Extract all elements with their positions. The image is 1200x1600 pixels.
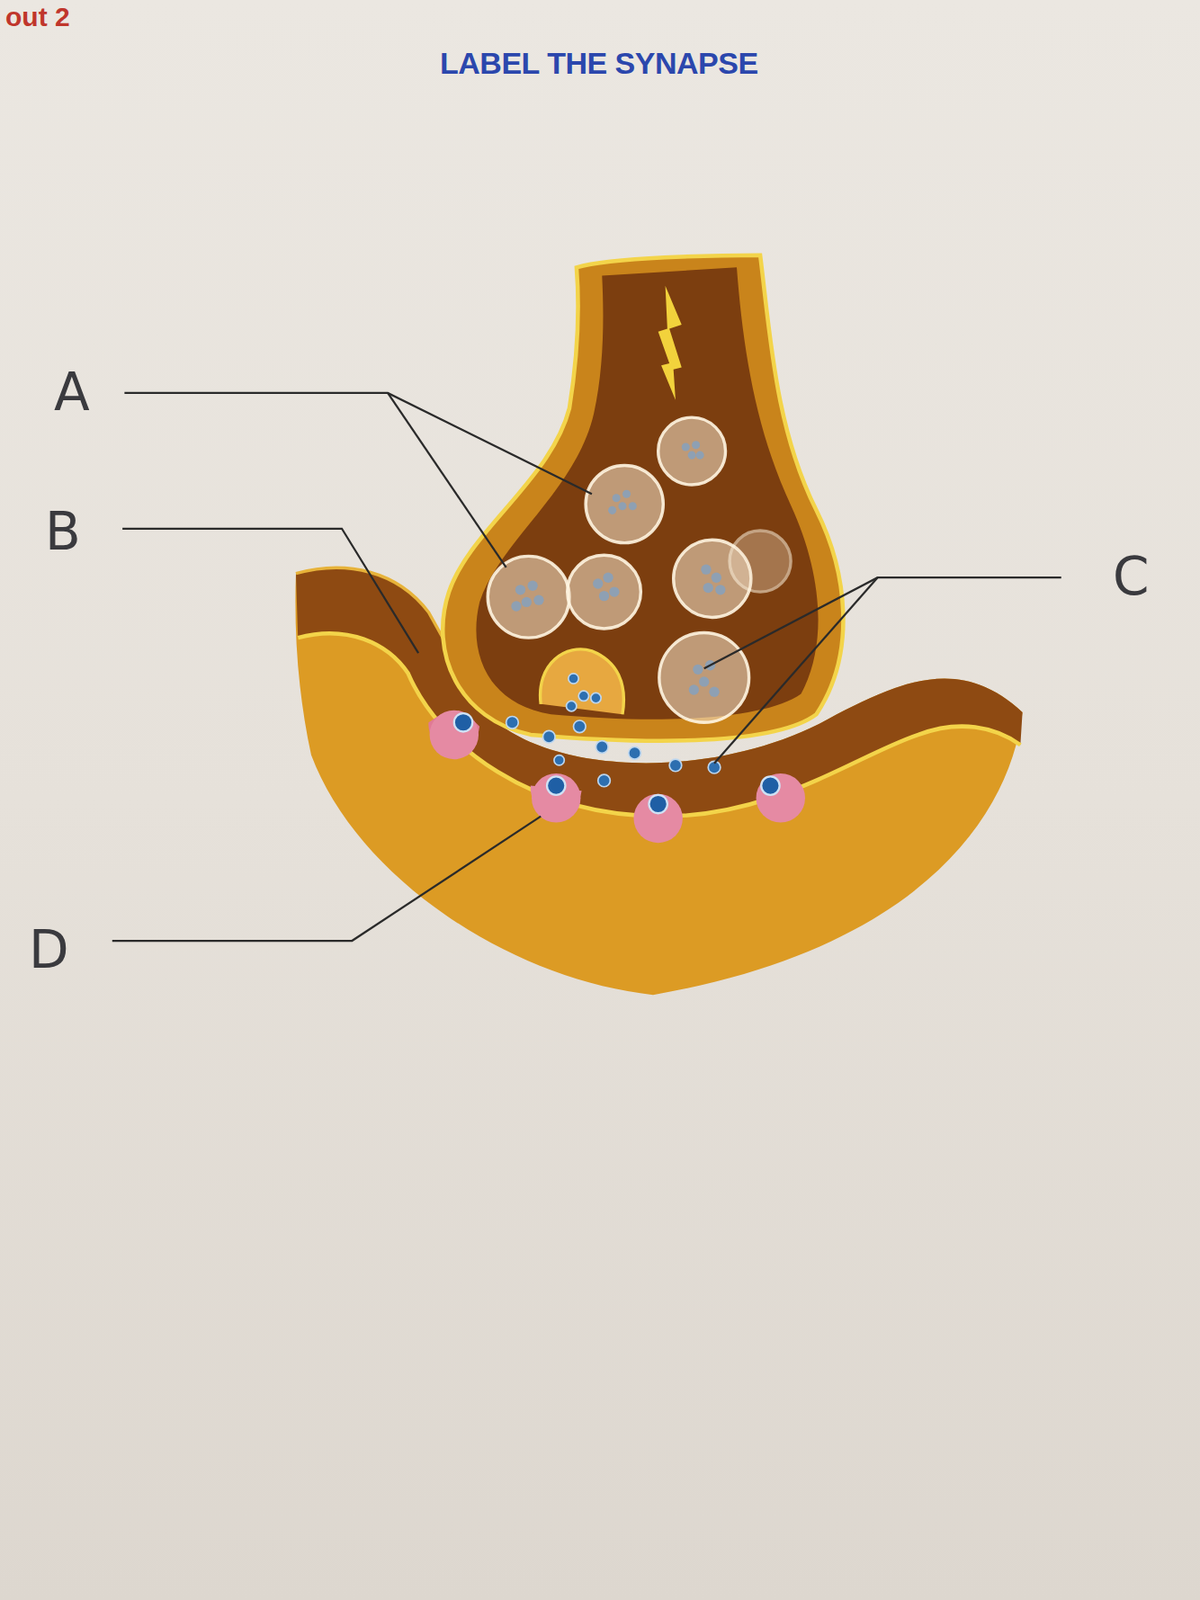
receptors	[428, 710, 806, 843]
leader-lines	[112, 393, 1062, 941]
exocytosis-pocket	[540, 649, 625, 715]
label-letter: C	[1112, 548, 1150, 607]
presynaptic-interior	[475, 267, 818, 719]
vesicles	[487, 417, 791, 723]
label-letter: B	[44, 503, 81, 562]
label-letter: D	[28, 922, 70, 980]
vesicle-contents	[510, 440, 726, 698]
page-title: LABEL THE SYNAPSE	[439, 46, 759, 81]
bound-neurotransmitters	[454, 713, 780, 814]
lightning-bolt	[658, 286, 682, 401]
presynaptic-terminal	[442, 255, 843, 742]
neurotransmitters	[506, 673, 721, 788]
label-letter: A	[53, 364, 90, 422]
handout-number: out 2	[5, 1, 71, 32]
